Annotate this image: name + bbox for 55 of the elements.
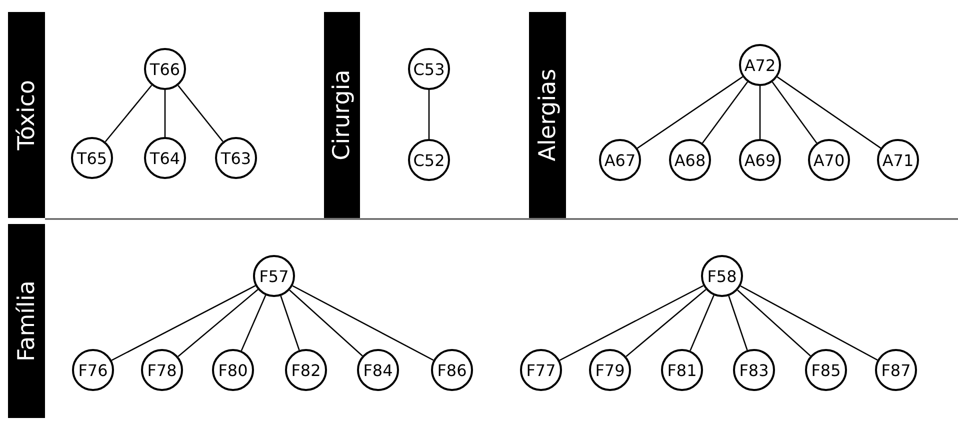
connector-line <box>289 290 363 356</box>
connector-line <box>637 76 743 149</box>
connector-line <box>759 86 761 139</box>
tree-node-circle: A70 <box>808 139 850 181</box>
connector-line <box>178 289 258 357</box>
tree-node-circle: T64 <box>144 137 186 179</box>
tree-node-circle: F84 <box>357 349 399 391</box>
connector-line <box>428 90 430 139</box>
connector-line <box>164 90 166 137</box>
tree-node-circle: F79 <box>589 349 631 391</box>
tree-node-circle: T65 <box>71 137 113 179</box>
category-label: Alergias <box>534 68 560 162</box>
connector-line <box>104 84 152 142</box>
category-bar <box>324 12 360 218</box>
connector-line <box>772 82 818 144</box>
tree-node-circle: A71 <box>877 139 919 181</box>
tree-node-circle: F82 <box>285 349 327 391</box>
tree-node-circle: F76 <box>72 349 114 391</box>
tree-node-circle: T66 <box>144 48 186 90</box>
category-bar <box>8 224 45 418</box>
tree-node-circle: F83 <box>733 349 775 391</box>
tree-node-circle: F85 <box>805 349 847 391</box>
tree-node-circle: A72 <box>739 44 781 86</box>
tree-node-circle: F58 <box>701 255 743 297</box>
tree-node-circle: F87 <box>875 349 917 391</box>
tree-node-circle: C52 <box>408 139 450 181</box>
category-bar <box>529 12 566 218</box>
connector-line <box>240 294 266 352</box>
tree-node-circle: T63 <box>215 137 257 179</box>
connector-line <box>737 290 811 356</box>
tree-node-circle: F77 <box>520 349 562 391</box>
tree-node-circle: F78 <box>141 349 183 391</box>
category-label: Cirurgia <box>329 70 355 160</box>
connector-line <box>728 296 748 350</box>
connector-line <box>292 285 434 361</box>
tree-node-circle: C53 <box>408 48 450 90</box>
connector-line <box>702 82 748 144</box>
connector-line <box>280 296 300 350</box>
connector-line <box>690 295 714 351</box>
tree-node-circle: F57 <box>253 255 295 297</box>
tree-node-circle: F81 <box>661 349 703 391</box>
connector-line <box>740 285 878 361</box>
tree-node-circle: F80 <box>212 349 254 391</box>
tree-node-circle: A67 <box>599 139 641 181</box>
category-bar <box>8 12 45 218</box>
category-label: Tóxico <box>14 80 40 150</box>
category-label: Família <box>14 280 40 362</box>
tree-node-circle: A69 <box>739 139 781 181</box>
connector-line <box>626 289 706 357</box>
tree-node-circle: F86 <box>431 349 473 391</box>
connector-line <box>776 76 882 149</box>
connector-line <box>178 85 224 142</box>
connector-line <box>111 285 256 361</box>
tree-node-circle: A68 <box>669 139 711 181</box>
connector-line <box>559 285 704 361</box>
